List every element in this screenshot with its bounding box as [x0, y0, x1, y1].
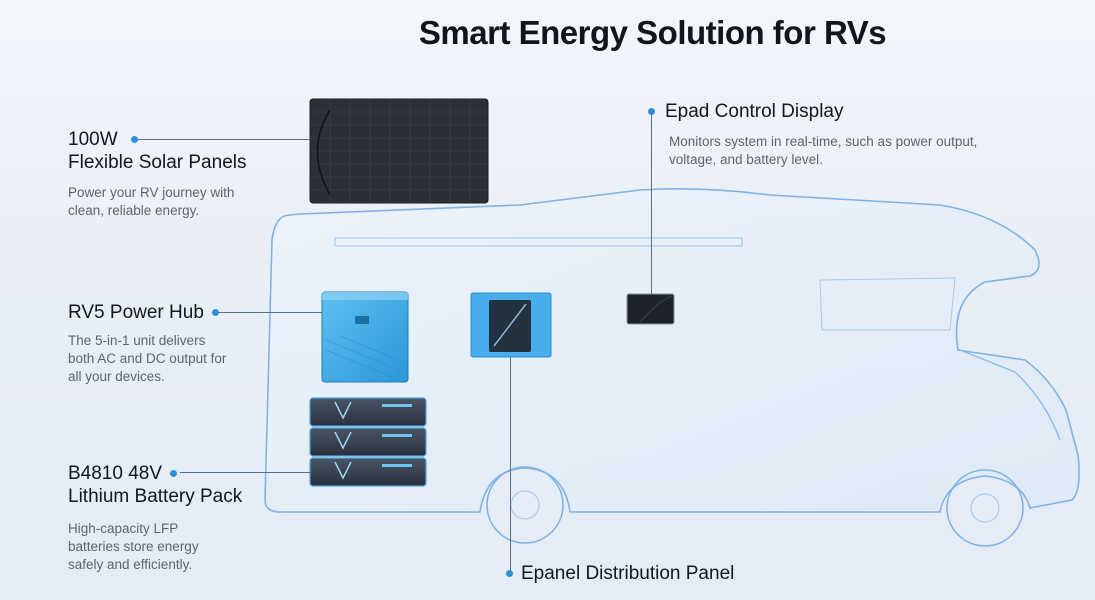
feature-battery-desc-line3: safely and efficiently. [68, 557, 193, 572]
feature-solar: 100W Flexible Solar Panels Power your RV… [68, 128, 246, 220]
battery-dot-icon [170, 470, 178, 478]
hub-connector-line [214, 312, 322, 313]
feature-epanel: Epanel Distribution Panel [506, 562, 734, 585]
power-hub-image [321, 291, 409, 383]
feature-solar-desc: Power your RV journey with clean, reliab… [68, 184, 246, 220]
feature-battery-title-line1: B4810 48V [68, 463, 163, 484]
feature-hub-desc-line3: all your devices. [68, 369, 165, 384]
epad-display-image [626, 293, 675, 325]
rv-body-outline [264, 187, 1080, 513]
feature-epad-title: Epad Control Display [648, 100, 977, 123]
solar-panel-image [309, 98, 489, 204]
rear-wheel [486, 466, 564, 544]
feature-epad-desc: Monitors system in real-time, such as po… [669, 133, 977, 169]
feature-epad-title-text: Epad Control Display [665, 101, 844, 122]
feature-epanel-title-text: Epanel Distribution Panel [521, 563, 735, 584]
page-title: Smart Energy Solution for RVs [418, 14, 887, 51]
epad-dot-icon [648, 108, 655, 116]
rv-cab-window [959, 349, 1061, 441]
feature-solar-title-line1: 100W [68, 129, 118, 150]
feature-hub-desc-line2: both AC and DC output for [68, 351, 227, 366]
feature-battery-title: B4810 48V Lithium Battery Pack [68, 462, 242, 508]
hub-dot-icon [211, 309, 219, 317]
feature-hub-desc-line1: The 5-in-1 unit delivers [68, 333, 206, 348]
epanel-connector-line [510, 357, 511, 572]
feature-solar-title-line2: Flexible Solar Panels [68, 152, 247, 173]
solar-connector-line [136, 139, 310, 140]
feature-hub: RV5 Power Hub The 5-in-1 unit delivers b… [68, 301, 226, 386]
feature-solar-desc-line2: clean, reliable energy. [68, 203, 200, 218]
feature-solar-desc-line1: Power your RV journey with [68, 185, 235, 200]
feature-solar-title: 100W Flexible Solar Panels [68, 128, 246, 174]
feature-epad: Epad Control Display Monitors system in … [648, 100, 977, 169]
epanel-image [470, 292, 552, 358]
feature-epad-desc-line1: Monitors system in real-time, such as po… [669, 134, 978, 149]
solar-dot-icon [130, 136, 138, 144]
feature-battery-desc: High-capacity LFP batteries store energy… [68, 520, 242, 574]
feature-hub-title: RV5 Power Hub [68, 301, 226, 324]
battery-pack-image [309, 397, 427, 487]
feature-battery-desc-line2: batteries store energy [68, 539, 199, 554]
feature-battery-title-line2: Lithium Battery Pack [68, 486, 243, 507]
feature-battery-desc-line1: High-capacity LFP [68, 521, 179, 536]
rv-side-window [819, 277, 956, 331]
feature-hub-title-text: RV5 Power Hub [68, 302, 204, 323]
battery-connector-line [180, 472, 310, 473]
epanel-dot-icon [506, 570, 513, 578]
feature-hub-desc: The 5-in-1 unit delivers both AC and DC … [68, 332, 226, 386]
epad-connector-line [651, 112, 652, 294]
feature-epanel-title: Epanel Distribution Panel [506, 562, 734, 585]
feature-epad-desc-line2: voltage, and battery level. [669, 152, 823, 167]
front-wheel [946, 469, 1024, 547]
rv-roof-rail [334, 237, 743, 247]
feature-battery: B4810 48V Lithium Battery Pack High-capa… [68, 462, 242, 574]
